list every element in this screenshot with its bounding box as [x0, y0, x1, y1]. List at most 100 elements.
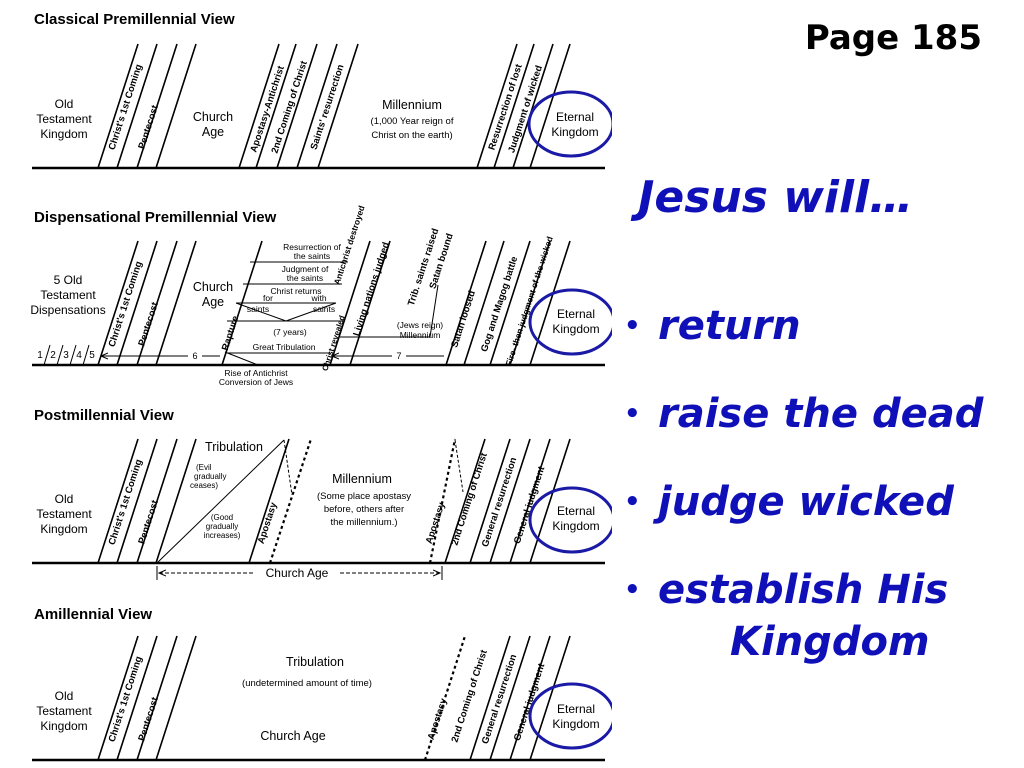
classical-premillennial-view: Classical Premillennial View Old Testame…	[32, 11, 612, 170]
slant-label: Rapture	[220, 314, 242, 352]
jews-reign-label: Millennium	[400, 330, 441, 340]
svg-text:Kingdom: Kingdom	[552, 717, 599, 731]
eternal-kingdom-label: Eternal Kingdom	[551, 110, 598, 139]
svg-text:Testament: Testament	[36, 112, 92, 126]
slant-label: Christ revealed	[320, 314, 346, 372]
church-age-label: Church Age	[193, 280, 233, 309]
resurrection-saints-label: Resurrection of	[283, 242, 341, 252]
eternal-kingdom-label: Eternal Kingdom	[552, 504, 599, 533]
svg-text:Kingdom: Kingdom	[40, 522, 87, 536]
view-title: Classical Premillennial View	[34, 11, 235, 28]
tribulation-label: Tribulation	[205, 440, 263, 454]
svg-text:Eternal: Eternal	[557, 307, 595, 321]
svg-text:Church: Church	[193, 280, 233, 294]
with-label: with	[310, 293, 326, 303]
svg-text:Old: Old	[55, 492, 74, 506]
view-title: Dispensational Premillennial View	[34, 209, 277, 226]
saints-label: saints	[313, 304, 335, 314]
postmillennial-view: Postmillennial View Old Testament Kin	[32, 407, 612, 580]
svg-text:Christ on the earth): Christ on the earth)	[371, 130, 452, 141]
church-age-label: Church Age	[266, 566, 329, 580]
svg-text:5: 5	[89, 350, 95, 361]
slant-label: Pentecost	[136, 300, 161, 347]
tribulation-label: Tribulation	[286, 655, 344, 669]
slant-label: Apostasy	[256, 501, 280, 546]
slant-label: Pentecost	[136, 498, 161, 545]
svg-text:Kingdom: Kingdom	[40, 127, 87, 141]
rise-antichrist-label: Rise of Antichrist	[224, 368, 288, 378]
millennium-label: Millennium	[332, 472, 392, 486]
svg-text:Dispensations: Dispensations	[30, 303, 105, 317]
slant-label: Satan loosed	[449, 289, 478, 349]
page-number: Page 185	[804, 18, 982, 58]
saints-label: saints	[247, 304, 269, 314]
svg-text:increases): increases)	[204, 531, 241, 540]
svg-text:Testament: Testament	[36, 704, 92, 718]
svg-text:(Evil: (Evil	[196, 463, 212, 472]
left-label: Old Testament Kingdom	[36, 97, 92, 141]
svg-text:Age: Age	[202, 125, 224, 139]
svg-text:Kingdom: Kingdom	[551, 125, 598, 139]
resurrection-saints-label: the saints	[294, 251, 330, 261]
slant-label: Living nations judged	[351, 241, 392, 338]
svg-text:Eternal: Eternal	[557, 702, 595, 716]
period-six-label: 6	[192, 351, 197, 361]
highlight-circle	[527, 90, 612, 158]
svg-text:(1,000 Year reign of: (1,000 Year reign of	[371, 116, 454, 127]
svg-text:ceases): ceases)	[190, 481, 218, 490]
svg-text:Kingdom: Kingdom	[552, 322, 599, 336]
svg-text:Testament: Testament	[40, 288, 96, 302]
seven-years-label: (7 years)	[273, 327, 307, 337]
bullet-dot-icon: •	[624, 399, 641, 429]
svg-text:3: 3	[63, 350, 69, 361]
dispensational-premillennial-view: Dispensational Premillennial View 1 2 3 …	[30, 204, 612, 387]
slant-label: Pentecost	[136, 103, 161, 150]
slant-label: Apostasy	[426, 697, 450, 742]
svg-text:Kingdom: Kingdom	[552, 519, 599, 533]
rise-antichrist-label: Conversion of Jews	[219, 377, 293, 387]
svg-text:Eternal: Eternal	[556, 110, 594, 124]
left-label: Old Testament Kingdom	[36, 492, 92, 536]
eternal-kingdom-label: Eternal Kingdom	[552, 307, 599, 336]
svg-text:(Some place apostasy: (Some place apostasy	[317, 491, 411, 502]
bullet-dot-icon: •	[624, 575, 641, 605]
svg-text:Age: Age	[202, 295, 224, 309]
great-tribulation-label: Great Tribulation	[253, 342, 316, 352]
slant-label: Apostasy	[424, 501, 448, 546]
svg-text:the millennium.): the millennium.)	[330, 517, 397, 528]
millennium-note: (1,000 Year reign of Christ on the earth…	[371, 116, 454, 141]
millennium-label: Millennium	[382, 98, 442, 112]
bullet-list: •return •raise the dead •judge wicked •e…	[624, 300, 1014, 704]
millennium-note: (Some place apostasy before, others afte…	[317, 491, 411, 528]
svg-text:Testament: Testament	[36, 507, 92, 521]
bullet-item: •raise the dead	[624, 388, 1014, 440]
church-age-label: Church Age	[193, 110, 233, 139]
view-title: Postmillennial View	[34, 407, 174, 424]
svg-text:5 Old: 5 Old	[54, 273, 83, 287]
svg-text:Kingdom: Kingdom	[40, 719, 87, 733]
judgment-saints-label: the saints	[287, 273, 323, 283]
highlight-circle	[528, 288, 612, 356]
period-seven-label: 7	[396, 351, 401, 361]
evil-ceases-label: (Evil gradually ceases)	[190, 463, 226, 490]
good-increases-label: (Good gradually increases)	[204, 513, 241, 540]
svg-text:Church: Church	[193, 110, 233, 124]
bullet-dot-icon: •	[624, 487, 641, 517]
headline: Jesus will…	[638, 172, 914, 223]
svg-text:gradually: gradually	[206, 522, 238, 531]
jews-reign-label: (Jews reign)	[397, 320, 443, 330]
judgment-saints-label: Judgment of	[282, 264, 329, 274]
amillennial-view: Amillennial View Old Testament Kingdom C…	[32, 606, 612, 762]
for-label: for	[263, 293, 273, 303]
eschatology-views-diagram: Classical Premillennial View Old Testame…	[30, 11, 612, 762]
view-title: Amillennial View	[34, 606, 152, 623]
svg-text:1: 1	[37, 350, 43, 361]
dispensation-numbers: 1 2 3 4 5	[37, 350, 95, 361]
svg-text:Old: Old	[55, 689, 74, 703]
slant-label: Pentecost	[136, 695, 161, 742]
svg-text:before, others after: before, others after	[324, 504, 404, 515]
left-label: Old Testament Kingdom	[36, 689, 92, 733]
highlight-circle	[528, 682, 612, 750]
svg-text:2: 2	[50, 350, 56, 361]
